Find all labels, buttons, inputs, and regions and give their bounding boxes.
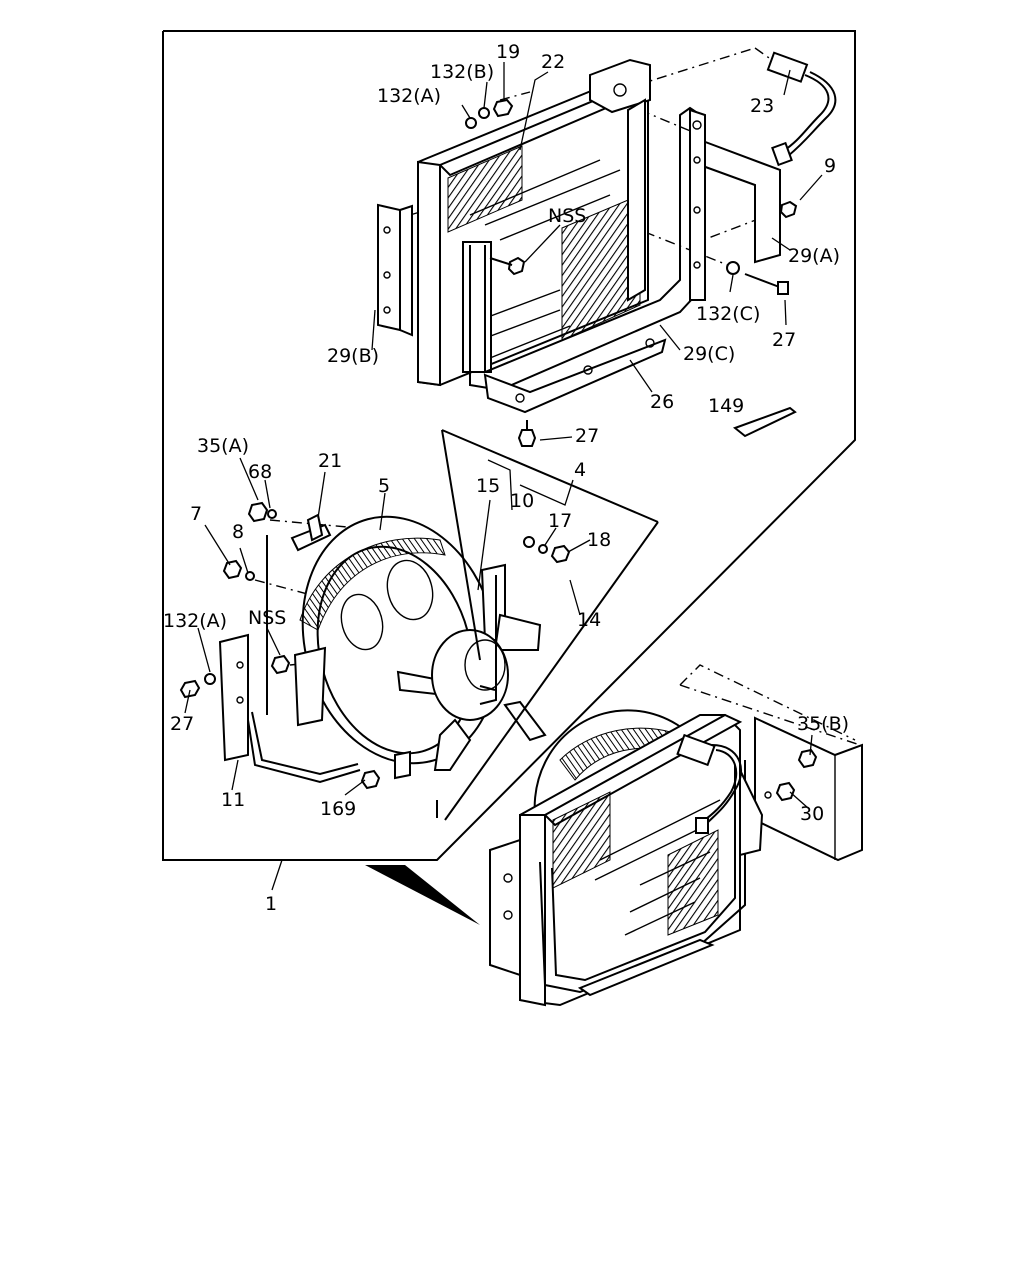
bracket-11	[218, 535, 361, 784]
part-labels: 19 22 132(B) 132(A) 23 9 29(A) NSS 132(C…	[163, 41, 849, 915]
label-1: 1	[265, 893, 277, 915]
label-nss-top: NSS	[548, 205, 586, 227]
label-14: 14	[577, 609, 601, 631]
bracket-29b	[377, 203, 413, 337]
assembly-arrow	[365, 865, 480, 925]
label-35a: 35(A)	[197, 435, 249, 457]
label-29c: 29(C)	[683, 343, 735, 365]
label-29a: 29(A)	[788, 245, 840, 267]
assembly-frame	[162, 30, 856, 861]
label-27-mid: 27	[575, 425, 599, 447]
label-15: 15	[476, 475, 500, 497]
label-4: 4	[574, 459, 586, 481]
label-10: 10	[510, 490, 534, 512]
installed-assembly	[489, 709, 818, 1007]
label-169: 169	[320, 798, 356, 820]
pressure-switch-23	[766, 51, 837, 167]
label-8: 8	[232, 521, 244, 543]
label-7: 7	[190, 503, 202, 525]
label-26: 26	[650, 391, 674, 413]
label-149: 149	[708, 395, 744, 417]
label-22: 22	[541, 51, 565, 73]
label-19: 19	[496, 41, 520, 63]
label-29b: 29(B)	[327, 345, 379, 367]
leader-lines	[184, 62, 823, 891]
condenser-core	[417, 58, 651, 387]
fan-brace	[441, 429, 659, 821]
label-132b: 132(B)	[430, 61, 494, 83]
fasteners	[179, 98, 798, 790]
label-5: 5	[378, 475, 390, 497]
label-9: 9	[824, 155, 836, 177]
label-132c: 132(C)	[696, 303, 760, 325]
label-132a-left: 132(A)	[163, 610, 227, 632]
bracket-29a	[689, 108, 781, 301]
label-11: 11	[221, 789, 245, 811]
label-23: 23	[750, 95, 774, 117]
label-132a-top: 132(A)	[377, 85, 441, 107]
label-68: 68	[248, 461, 272, 483]
label-35b: 35(B)	[797, 713, 849, 735]
label-27-left: 27	[170, 713, 194, 735]
label-18: 18	[587, 529, 611, 551]
label-27-right: 27	[772, 329, 796, 351]
label-21: 21	[318, 450, 342, 472]
label-30: 30	[800, 803, 824, 825]
label-nss-left: NSS	[248, 607, 286, 629]
label-17: 17	[548, 510, 572, 532]
